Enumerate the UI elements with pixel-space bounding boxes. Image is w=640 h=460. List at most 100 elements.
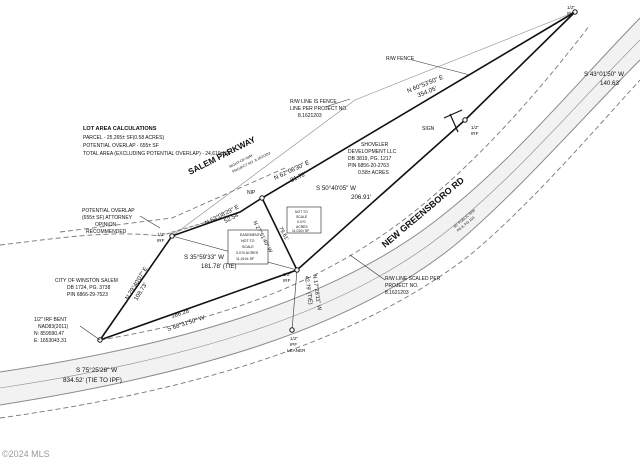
pin-note: 1/2" bbox=[157, 232, 165, 237]
parcel-divider bbox=[261, 197, 298, 271]
bearing-text: S 35°59'33" W bbox=[184, 254, 224, 261]
note-line: 8.1621203 bbox=[385, 290, 409, 296]
shoveler-owner-note: SHOVELER DEVELOPMENT LLC DB 3819, PG. 12… bbox=[348, 142, 397, 176]
note-line: 11,010± SF bbox=[236, 257, 255, 261]
pin-note: LEANER bbox=[287, 348, 306, 353]
iron-top-label: 1/2" IRF bbox=[567, 5, 575, 16]
iron-pin-nip bbox=[259, 195, 265, 201]
pin-note: IRF bbox=[567, 11, 575, 16]
leader-overlap bbox=[139, 215, 161, 229]
iron-left-label: 1/2" IRF bbox=[157, 232, 165, 243]
note-line: NOT TO bbox=[241, 239, 255, 243]
easement-right-note: NOT TO SCALE 0.0?0 ACRES 11,010± SF bbox=[292, 210, 309, 233]
rw-scaled-note: R/W LINE SCALED PER PROJECT NO. 8.162120… bbox=[385, 276, 441, 296]
distance-text: 181.78' (TIE) bbox=[201, 263, 237, 270]
distance-text: 42.79' (TIE) bbox=[303, 275, 313, 305]
lot-area-legend: LOT AREA CALCULATIONS PARCEL - 25,265± S… bbox=[83, 126, 231, 157]
note-line: LINE PER PROJECT NO. bbox=[290, 106, 348, 112]
distance-text: 140.63' bbox=[600, 80, 620, 87]
note-line: 11,010± SF bbox=[292, 229, 309, 233]
pin-note: IRF bbox=[283, 278, 291, 283]
note-line: R/W LINE IS FENCE bbox=[290, 99, 337, 105]
note-line: 0.0?0 bbox=[297, 220, 306, 224]
note-line: DEVELOPMENT LLC bbox=[348, 149, 397, 155]
bent-pin-note: 1/2" IRF BENT NAD83(2011) N: 859590.47 E… bbox=[34, 317, 69, 344]
note-line: PIN 6866-29-7523 bbox=[67, 292, 108, 298]
potential-overlap-area bbox=[159, 211, 241, 237]
easement-left-box bbox=[227, 229, 269, 265]
rw-fence-line bbox=[171, 11, 576, 237]
bearing-top: N 60°53'50" E 354.05' bbox=[406, 74, 444, 99]
note-line: R/W LINE SCALED PER bbox=[385, 276, 441, 282]
note-line: NAD83(2011) bbox=[38, 324, 69, 330]
note-line: EASEMENT bbox=[240, 233, 261, 237]
bearing-tie: S 35°59'33" W 181.78' (TIE) bbox=[184, 254, 237, 270]
distance-186: 186.28' bbox=[171, 308, 191, 320]
bearing-text: S 43°01'50" W bbox=[584, 71, 624, 78]
leader-rw-fence bbox=[411, 59, 471, 76]
road-edge-north bbox=[0, 17, 640, 373]
rw-line-south bbox=[0, 79, 640, 419]
bearing-text: S 75°25'28" W bbox=[76, 366, 118, 374]
note-line: OPINION bbox=[95, 222, 117, 228]
bearing-n29: N 29°40'07" E 108.73' bbox=[125, 266, 150, 302]
easement-right-box bbox=[286, 206, 322, 234]
bearing-text: N 17°28'11" W bbox=[311, 274, 322, 311]
bearing-s75: S 75°25'28" W 834.52' (TIE TO IPF) bbox=[63, 366, 122, 384]
pin-note: 1/2" bbox=[283, 272, 291, 277]
leader-rw-fence-line bbox=[324, 98, 351, 108]
note-line: SCALE bbox=[296, 215, 308, 219]
nip-label: NIP bbox=[247, 190, 256, 196]
city-owner-note: CITY OF WINSTON SALEM DB 1724, PG. 3738 … bbox=[55, 278, 118, 298]
leader-rw-scaled bbox=[349, 254, 386, 281]
legend-line: POTENTIAL OVERLAP - 655± SF bbox=[83, 143, 159, 149]
road-centerline bbox=[0, 39, 640, 389]
note-line: PROJECT NO. bbox=[385, 283, 419, 289]
bearing-n63: N 63°08'29" E 52.54' bbox=[204, 204, 240, 226]
bearing-s50: S 50°40'05" W 206.91' bbox=[316, 185, 371, 201]
note-line: 0.58± ACRES bbox=[358, 170, 389, 176]
iron-bottom-label: 1/2" IPF LEANER bbox=[287, 336, 306, 353]
note-line: RECOMMENDED bbox=[86, 229, 127, 235]
parkway-rw-dashed-2 bbox=[59, 167, 286, 233]
pin-note: IPF bbox=[290, 342, 297, 347]
iron-pin-top bbox=[572, 9, 578, 15]
note-line: SCALE bbox=[242, 245, 254, 249]
road-band bbox=[0, 18, 640, 405]
note-line: CITY OF WINSTON SALEM bbox=[55, 278, 118, 284]
distance-text: 206.91' bbox=[351, 194, 371, 201]
legend-title: LOT AREA CALCULATIONS bbox=[83, 126, 157, 132]
pin-note: 1/2" bbox=[567, 5, 575, 10]
note-line: POTENTIAL OVERLAP bbox=[82, 208, 135, 214]
note-line: E: 1653043.31 bbox=[34, 338, 67, 344]
parcel-boundary bbox=[99, 11, 576, 341]
bearing-inner: N 62°06'30" E 81.72' bbox=[273, 159, 311, 184]
tie-line-s17 bbox=[291, 269, 298, 331]
rw-fence-label: R/W FENCE bbox=[386, 56, 415, 62]
iron-right-label: 1/2" IRF bbox=[471, 125, 479, 136]
iron-mid-label: 1/2" IRF bbox=[283, 272, 291, 283]
note-line: PIN 6856-20-2763 bbox=[348, 163, 389, 169]
note-line: 0.0?0 ACRES bbox=[236, 251, 259, 255]
sign-marker-cap bbox=[443, 109, 463, 119]
road-edge-south bbox=[0, 59, 640, 406]
note-line: NOT TO bbox=[295, 210, 308, 214]
legend-line: PARCEL - 25,265± SF(0.58 ACRES) bbox=[83, 135, 164, 141]
bearing-right: S 43°01'50" W 140.63' bbox=[584, 71, 624, 87]
mls-watermark: ©2024 MLS bbox=[2, 449, 50, 459]
bearing-text: S 50°40'05" W bbox=[316, 185, 356, 192]
easement-left-note: EASEMENT NOT TO SCALE 0.0?0 ACRES 11,010… bbox=[236, 233, 261, 261]
leader-bent bbox=[79, 325, 101, 341]
potential-overlap-note: POTENTIAL OVERLAP (655± SF) ATTORNEY OPI… bbox=[82, 208, 135, 235]
legend-line: TOTAL AREA (EXCLUDING POTENTIAL OVERLAP)… bbox=[83, 151, 231, 157]
sign-marker bbox=[449, 113, 459, 133]
note-line: 1/2" IRF BENT bbox=[34, 317, 67, 323]
iron-pin-right bbox=[462, 117, 468, 123]
sign-label: SIGN bbox=[422, 126, 435, 132]
iron-pin-mid bbox=[294, 267, 300, 273]
note-line: ACRES bbox=[296, 225, 308, 229]
iron-pin-left bbox=[169, 233, 175, 239]
bearing-n17: 42.79' (TIE) N 17°28'11" W bbox=[303, 274, 322, 311]
note-line: N: 859590.47 bbox=[34, 331, 64, 337]
